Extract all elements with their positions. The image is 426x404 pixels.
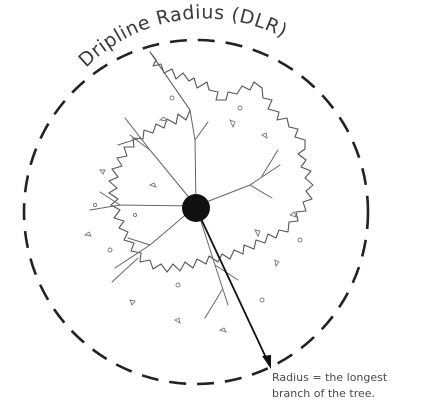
radius-caption-line-1: Radius = the longest: [272, 370, 422, 386]
radius-caption: Radius = the longest branch of the tree.: [272, 370, 422, 402]
diagram-title: Dripline Radius (DLR): [74, 1, 291, 71]
radius-caption-line-2: branch of the tree.: [272, 386, 422, 402]
radius-arrowhead: [262, 355, 271, 369]
